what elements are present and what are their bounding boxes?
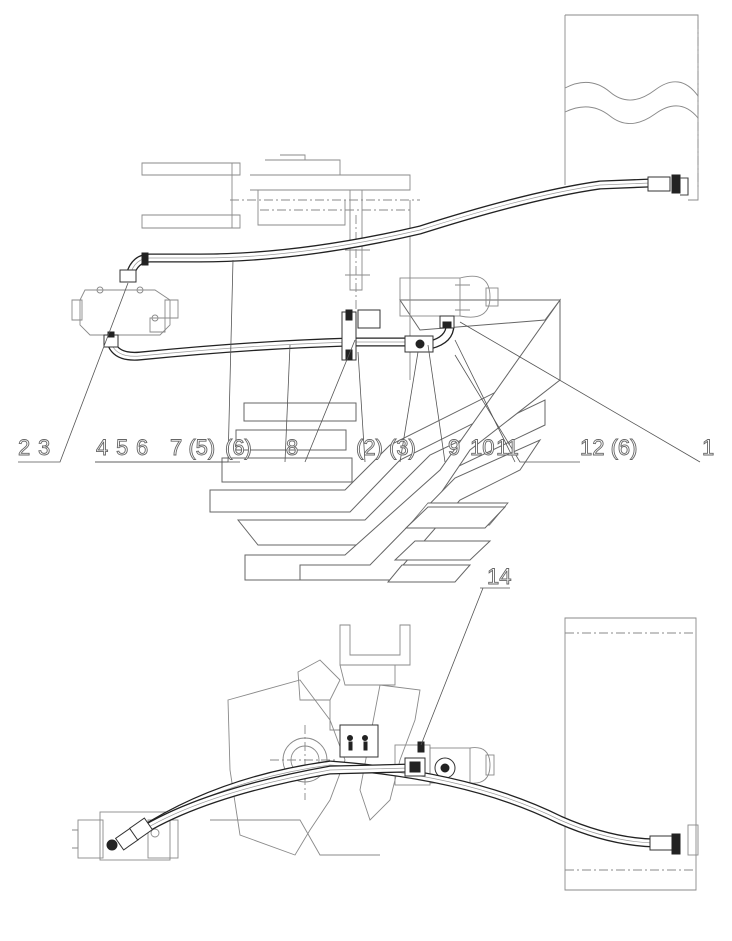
watermark-logo <box>209 298 561 583</box>
callout-6-paren: (6) <box>225 435 252 460</box>
tank-outline-bottom <box>564 617 699 891</box>
callout-6: 6 <box>136 435 148 460</box>
tank-outline-top <box>564 14 699 201</box>
engine-housing-bottom <box>210 624 421 856</box>
hose-fittings-upper <box>119 174 689 283</box>
callout-2-3-paren: (2) (3) <box>356 435 416 460</box>
control-valve-top <box>71 286 179 336</box>
mount-bracket-bottom <box>339 724 379 758</box>
callout-labels-top: 2 3 4 5 6 7 (5) (6) 8 (2) (3) 9 10 11 12… <box>18 435 715 461</box>
hose-upper-top-view <box>125 178 655 280</box>
callout-3: 3 <box>38 435 50 460</box>
hose-short-bottom-view <box>120 763 415 847</box>
callout-1: 1 <box>702 435 714 460</box>
callout-2: 2 <box>18 435 30 460</box>
callout-11: 11 <box>496 435 519 460</box>
hose-fittings-lower <box>103 309 455 361</box>
callout-8: 8 <box>286 435 298 460</box>
callout-10: 10 <box>470 435 494 460</box>
callout-9: 9 <box>448 435 460 460</box>
callout-14-group: 14 <box>420 564 512 746</box>
callout-14: 14 <box>487 564 511 589</box>
hose-long-bottom-view <box>135 760 660 848</box>
hose-fittings-bottom <box>114 741 681 855</box>
callout-7-5: 7 (5) <box>170 435 215 460</box>
hose-lower-top-view <box>107 320 455 361</box>
hydraulic-pump-top <box>399 275 499 318</box>
callout-4: 4 <box>96 435 108 460</box>
callout-5: 5 <box>116 435 128 460</box>
callout-12-6: 12 (6) <box>580 435 637 460</box>
callout-leaders-top <box>18 259 701 463</box>
pump-bottom <box>394 744 495 786</box>
